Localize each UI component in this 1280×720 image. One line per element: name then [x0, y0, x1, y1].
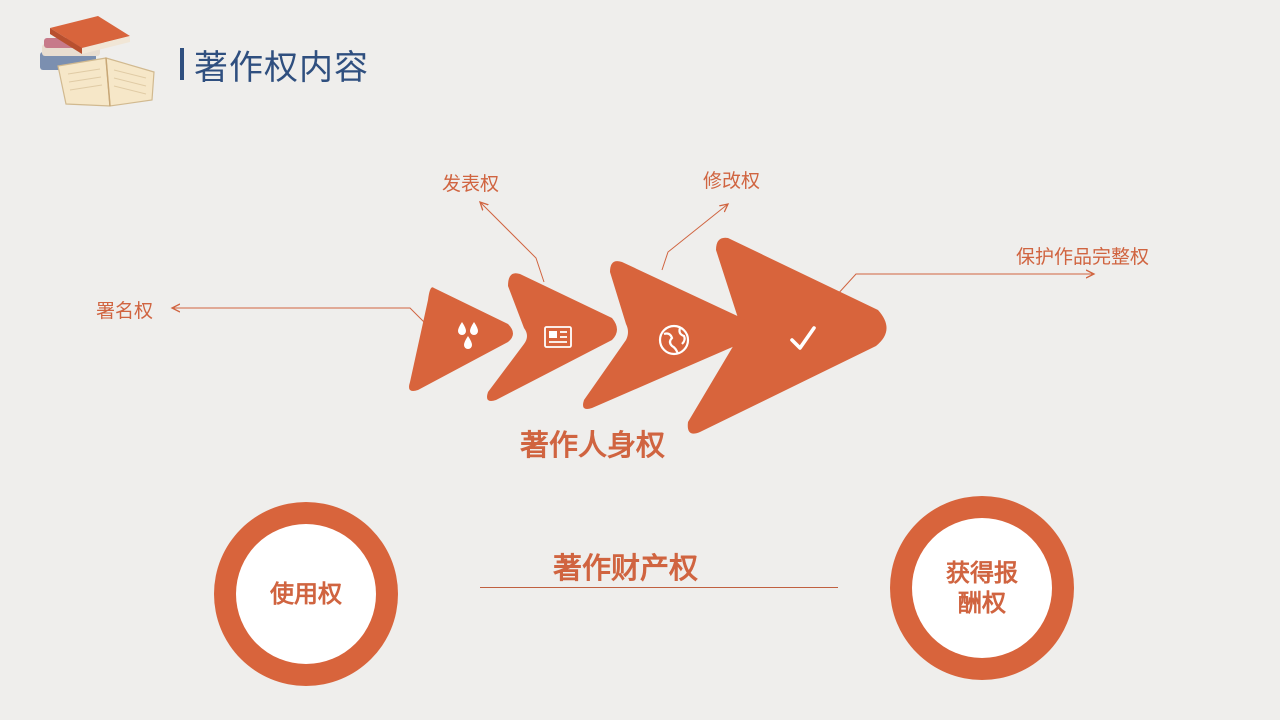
label-保护作品完整权: 保护作品完整权 — [1016, 246, 1150, 268]
connector-发表权 — [480, 202, 545, 283]
checkmark-icon — [790, 326, 816, 350]
group-title-personal: 著作人身权 — [520, 428, 666, 462]
globe-icon — [658, 324, 690, 356]
circle-使用权: 使用权 — [214, 502, 398, 686]
arrow-4 — [687, 237, 887, 434]
connector-保护作品完整权 — [835, 274, 1094, 297]
divider-line — [480, 587, 838, 588]
circle-label-right-line1: 获得报 — [946, 559, 1018, 587]
page-title: 著作权内容 — [194, 47, 369, 88]
connector-修改权 — [661, 204, 728, 271]
water-drops-icon — [458, 322, 478, 349]
circle-获得报酬权: 获得报 酬权 — [890, 496, 1074, 680]
arrow-3 — [583, 261, 751, 409]
page-title-group: 著作权内容 — [180, 42, 369, 88]
label-署名权: 署名权 — [96, 300, 154, 322]
title-accent-bar — [180, 48, 184, 80]
circle-label-right-line2: 酬权 — [958, 589, 1006, 617]
circle-label-left: 使用权 — [270, 580, 342, 608]
group-title-property: 著作财产权 — [553, 551, 699, 585]
arrow-1 — [409, 287, 513, 391]
newspaper-icon — [544, 326, 572, 348]
label-修改权: 修改权 — [703, 170, 761, 192]
connector-署名权 — [172, 308, 425, 323]
label-发表权: 发表权 — [442, 173, 500, 195]
books-illustration — [40, 16, 155, 107]
